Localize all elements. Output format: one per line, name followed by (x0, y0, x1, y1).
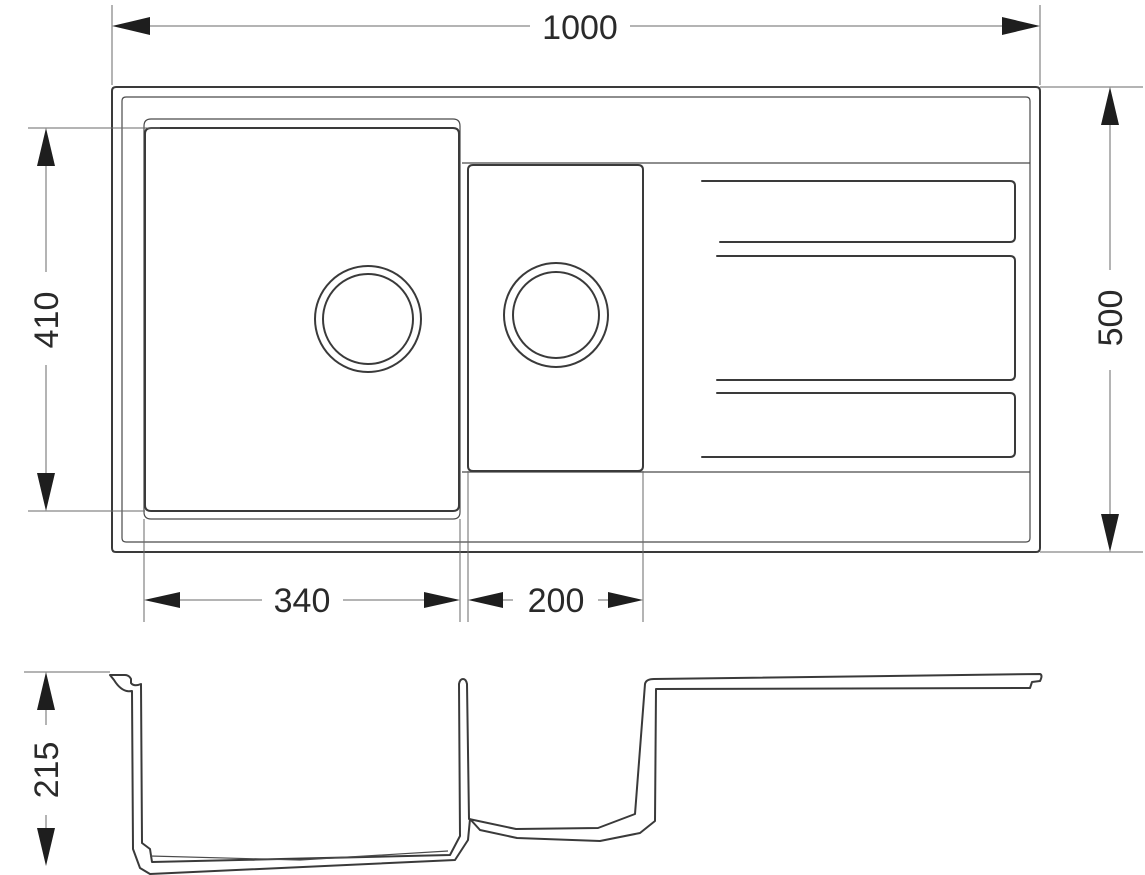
arrow-icon (37, 128, 55, 166)
width-dimension-label: 1000 (542, 9, 618, 47)
basin-height-dimension-label: 215 (28, 742, 66, 799)
arrow-icon (1101, 87, 1119, 125)
small-bowl-width-label: 200 (528, 582, 585, 620)
arrow-icon (37, 828, 55, 866)
arrow-icon (112, 17, 150, 35)
main-bowl-width-label: 340 (274, 582, 331, 620)
arrow-icon (1101, 514, 1119, 552)
drainer-groove-bottom (701, 392, 1016, 458)
small-bowl-basin (467, 164, 644, 472)
main-bowl-drain-outer (314, 265, 422, 373)
arrow-icon (468, 592, 503, 608)
main-bowl-drain-inner (322, 273, 414, 365)
arrow-icon (37, 473, 55, 511)
main-basin-floor-line (149, 850, 449, 861)
arrow-icon (37, 672, 55, 710)
sink-top-view (111, 86, 1041, 553)
arrow-icon (1002, 17, 1040, 35)
main-bowl-rim (143, 118, 461, 520)
bowl-depth-dimension: 410 (28, 127, 160, 512)
sink-outer-outline (111, 86, 1041, 553)
arrow-icon (424, 592, 460, 608)
basin-height-dimension: 215 (24, 671, 110, 866)
arrow-icon (608, 592, 643, 608)
main-bowl-width-dimension: 340 (143, 519, 461, 622)
arrow-icon (144, 592, 180, 608)
depth-dimension-label: 500 (1092, 290, 1130, 347)
drainer-groove-top (701, 180, 1016, 243)
sink-side-profile (109, 673, 1043, 875)
small-bowl-width-dimension: 200 (467, 471, 644, 622)
bowl-depth-dimension-label: 410 (28, 292, 66, 349)
small-bowl-drain-inner (512, 271, 600, 359)
width-dimension: 1000 (111, 5, 1041, 85)
small-bowl-drain-outer (503, 262, 609, 368)
sink-side-view (109, 673, 1043, 875)
depth-dimension: 500 (1040, 86, 1143, 553)
main-bowl-basin (144, 127, 460, 512)
sink-inner-rim (121, 96, 1031, 543)
drainer-groove-middle (716, 255, 1016, 381)
